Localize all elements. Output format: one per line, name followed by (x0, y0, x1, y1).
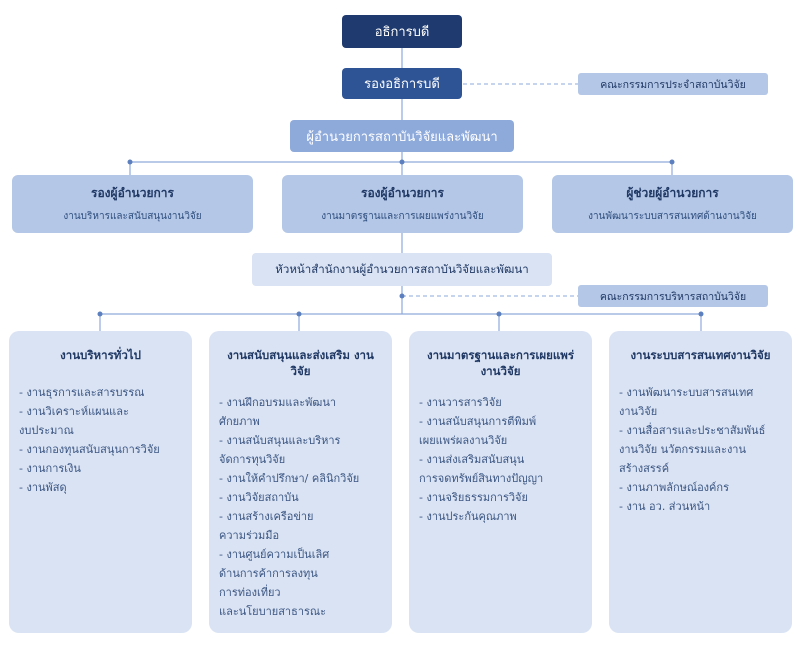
deputy-admin-box: รองผู้อำนวยการ งานบริหารและสนับสนุนงานวิ… (12, 175, 253, 233)
vice-president-label: รองอธิการบดี (364, 77, 440, 92)
deputy-title: รองผู้อำนวยการ (361, 186, 444, 200)
list-item: ศักยภาพ (219, 415, 260, 428)
list-item: สร้างสรรค์ (619, 462, 670, 475)
list-item: ด้านการค้าการลงทุน (219, 567, 318, 580)
standing-committee-label: คณะกรรมการประจำสถาบันวิจัย (600, 78, 746, 91)
list-item: - งานส่งเสริมสนับสนุน (419, 453, 525, 466)
list-item: - งานพัสดุ (19, 481, 67, 494)
list-item: การจดทรัพย์สินทางปัญญา (419, 472, 544, 485)
list-item: เผยแพร่ผลงานวิจัย (419, 434, 508, 447)
list-item: - งานสนับสนุนและบริหาร (219, 434, 341, 447)
column-general-admin: งานบริหารทั่วไป - งานธุรการและสารบรรณ - … (9, 331, 192, 633)
deputy-standards-box: รองผู้อำนวยการ งานมาตรฐานและการเผยแพร่งา… (282, 175, 523, 233)
list-item: งานวิจัย นวัตกรรมและงาน (619, 443, 747, 456)
list-item: - งานวิเคราะห์แผนและ (19, 405, 129, 418)
list-item: - งานให้คำปรึกษา/ คลินิกวิจัย (219, 472, 360, 485)
column-title: งานมาตรฐานและการเผยแพร่ งานวิจัย (426, 348, 575, 378)
list-item: - งานภาพลักษณ์องค์กร (619, 481, 729, 494)
list-item: - งานพัฒนาระบบสารสนเทศ (619, 386, 754, 399)
list-item: จัดการทุนวิจัย (219, 453, 286, 466)
list-item: - งานวารสารวิจัย (419, 396, 502, 409)
list-item: - งานจริยธรรมการวิจัย (419, 491, 528, 504)
list-item: - งานประกันคุณภาพ (419, 510, 517, 523)
list-item: - งาน อว. ส่วนหน้า (619, 500, 711, 513)
director-label: อธิการบดี (374, 25, 430, 40)
office-head-label: หัวหน้าสำนักงานผู้อำนวยการสถาบันวิจัยและ… (275, 261, 529, 276)
deputy-subtitle: งานบริหารและสนับสนุนงานวิจัย (63, 211, 202, 222)
assistant-subtitle: งานพัฒนาระบบสารสนเทศด้านงานวิจัย (588, 211, 757, 222)
institute-director-box: ผู้อำนวยการสถาบันวิจัยและพัฒนา (290, 120, 514, 152)
column-title: งานสนับสนุนและส่งเสริม งานวิจัย (227, 348, 374, 378)
admin-committee-box: คณะกรรมการบริหารสถาบันวิจัย (578, 285, 768, 307)
column-information-systems: งานระบบสารสนเทศงานวิจัย - งานพัฒนาระบบสา… (609, 331, 792, 633)
institute-director-label: ผู้อำนวยการสถาบันวิจัยและพัฒนา (306, 129, 498, 145)
list-item: ความร่วมมือ (219, 529, 280, 542)
deputy-title: รองผู้อำนวยการ (91, 186, 174, 200)
list-item: - งานกองทุนสนับสนุนการวิจัย (19, 443, 160, 456)
list-item: - งานการเงิน (19, 462, 81, 475)
deputy-subtitle: งานมาตรฐานและการเผยแพร่งานวิจัย (321, 211, 484, 222)
vice-president-box: รองอธิการบดี (342, 68, 462, 99)
list-item: งบประมาณ (19, 424, 74, 437)
column-standards-publication: งานมาตรฐานและการเผยแพร่ งานวิจัย - งานวา… (409, 331, 592, 633)
list-item: - งานธุรการและสารบรรณ (19, 386, 145, 399)
director-box: อธิการบดี (342, 15, 462, 48)
list-item: - งานศูนย์ความเป็นเลิศ (219, 548, 330, 561)
list-item: - งานวิจัยสถาบัน (219, 491, 299, 504)
office-head-box: หัวหน้าสำนักงานผู้อำนวยการสถาบันวิจัยและ… (252, 253, 552, 286)
list-item: - งานสื่อสารและประชาสัมพันธ์ (619, 424, 766, 437)
list-item: - งานสร้างเครือข่าย (219, 510, 314, 523)
list-item: และนโยบายสาธารณะ (219, 605, 327, 618)
admin-committee-label: คณะกรรมการบริหารสถาบันวิจัย (599, 290, 747, 303)
assistant-director-box: ผู้ช่วยผู้อำนวยการ งานพัฒนาระบบสารสนเทศด… (552, 175, 793, 233)
column-title: งานบริหารทั่วไป (60, 348, 141, 362)
list-item: งานวิจัย (619, 405, 658, 418)
column-title: งานระบบสารสนเทศงานวิจัย (630, 348, 771, 362)
standing-committee-box: คณะกรรมการประจำสถาบันวิจัย (578, 73, 768, 95)
column-research-support: งานสนับสนุนและส่งเสริม งานวิจัย - งานฝึก… (209, 331, 392, 633)
list-item: - งานสนับสนุนการตีพิมพ์ (419, 415, 537, 428)
assistant-title: ผู้ช่วยผู้อำนวยการ (626, 186, 719, 200)
list-item: - งานฝึกอบรมและพัฒนา (219, 396, 337, 409)
list-item: การท่องเที่ยว (219, 586, 281, 599)
